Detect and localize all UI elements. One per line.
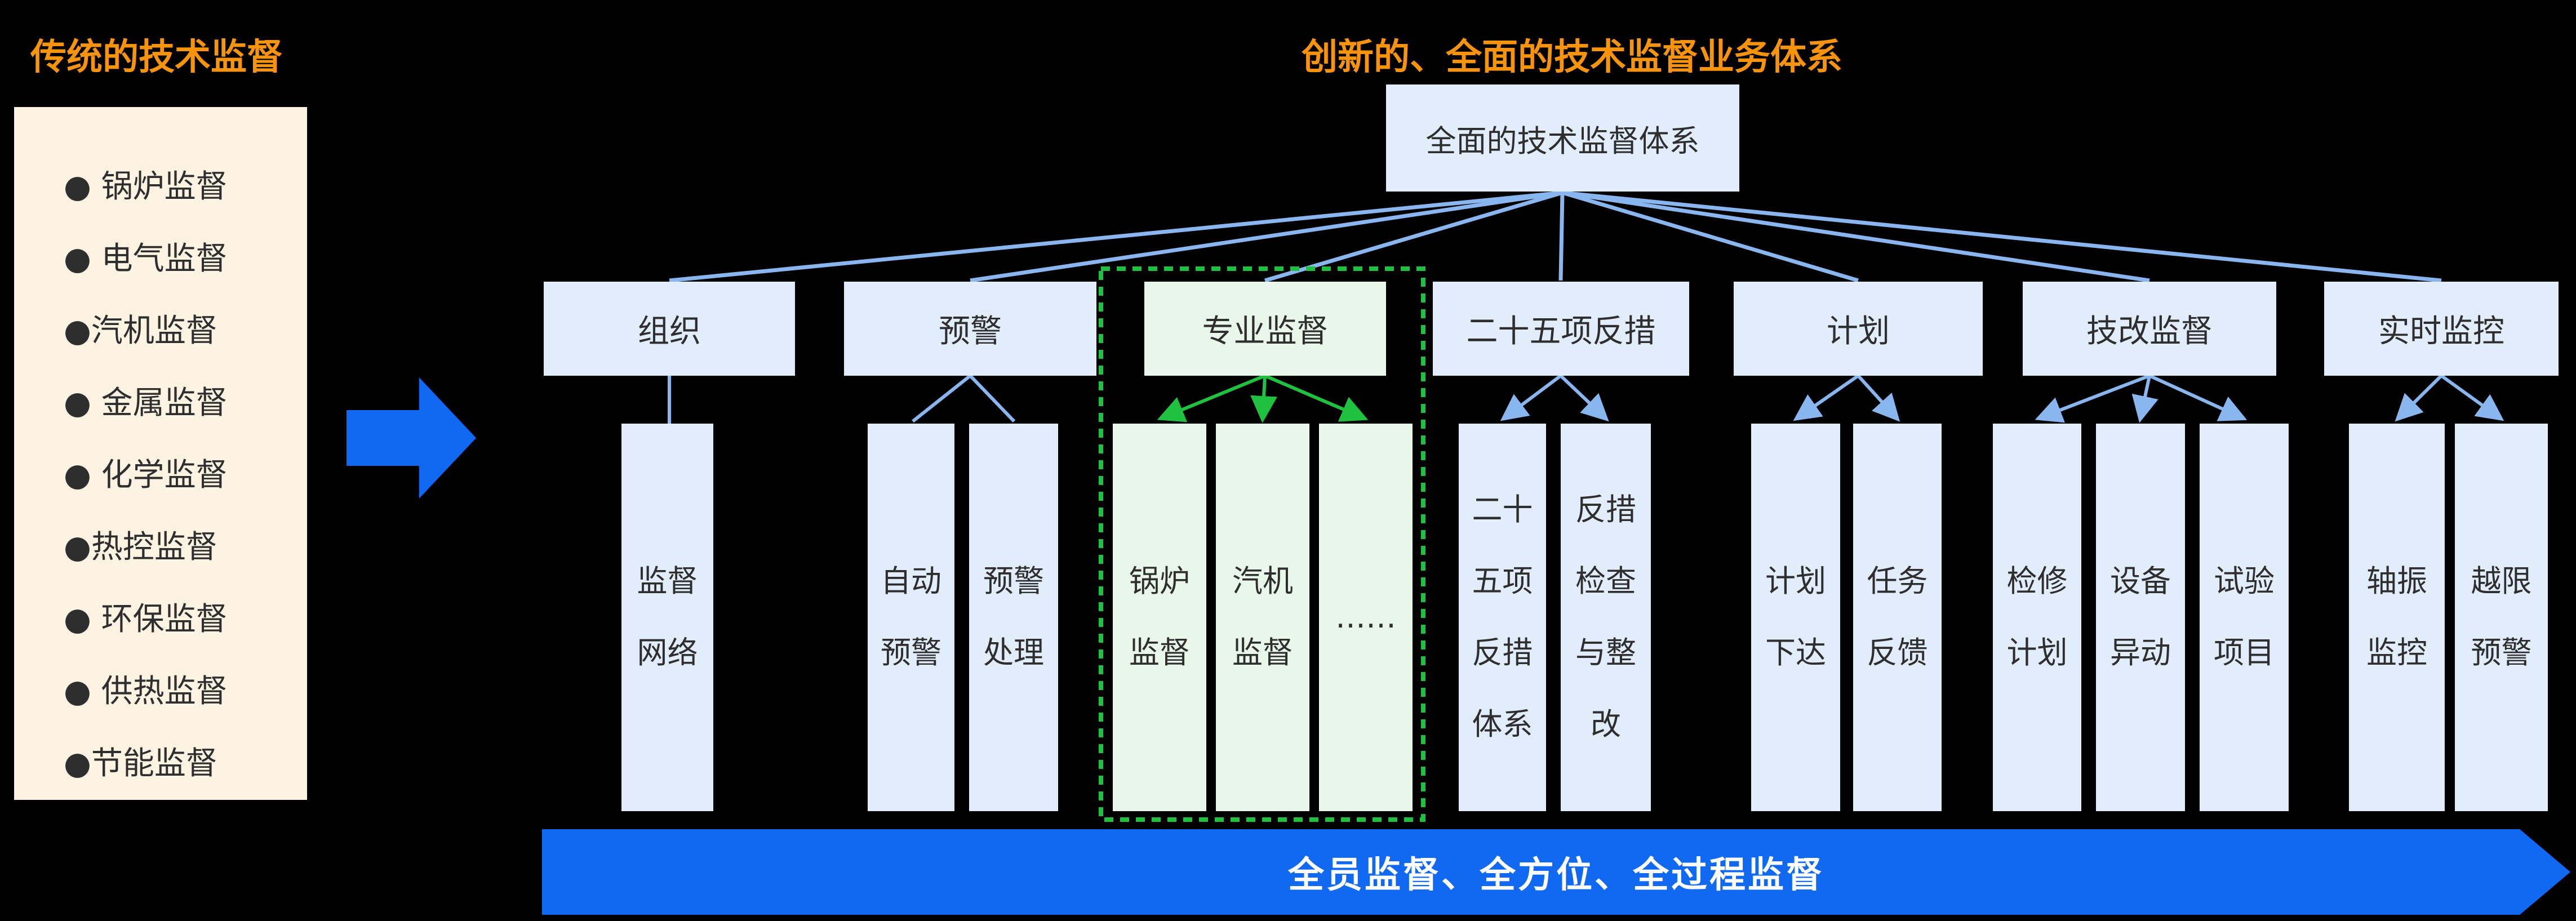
child-label: 检修计划 [2006, 563, 2068, 670]
category-node-early-warning: 预警 [844, 282, 1096, 376]
tree-root-node: 全面的技术监督体系 [1386, 84, 1739, 192]
banner-arrow: 全员监督、全方位、全过程监督 [542, 829, 2570, 915]
category-node-professional-supervision: 专业监督 [1144, 282, 1386, 376]
child-node-boiler-supervision: 锅炉监督 [1113, 424, 1206, 811]
child-label: 二十五项反措体系 [1472, 492, 1533, 742]
child-node-turbine-supervision: 汽机监督 [1216, 424, 1309, 811]
child-node-ellipsis: …… [1319, 424, 1413, 811]
child-label: 锅炉监督 [1129, 563, 1190, 670]
tree-root-label: 全面的技术监督体系 [1425, 123, 1700, 159]
list-item: ● 电气监督 [64, 241, 228, 277]
child-node-task-feedback: 任务反馈 [1853, 424, 1942, 811]
child-label: 汽机监督 [1232, 563, 1293, 670]
list-item: ● 锅炉监督 [64, 168, 228, 205]
child-node-equipment-change: 设备异动 [2096, 424, 2185, 811]
list-item: ●汽机监督 [64, 313, 217, 349]
child-label: 设备异动 [2110, 563, 2171, 670]
list-item: ●节能监督 [64, 745, 217, 782]
child-node-limit-warning: 越限预警 [2455, 424, 2548, 811]
child-label: 预警处理 [983, 563, 1044, 670]
child-node-supervision-network: 监督网络 [621, 424, 713, 811]
category-node-realtime-monitoring: 实时监控 [2324, 282, 2559, 376]
child-label: 试验项目 [2214, 563, 2275, 670]
new-system-title: 创新的、全面的技术监督业务体系 [1302, 37, 1842, 78]
child-node-25-system: 二十五项反措体系 [1459, 424, 1546, 811]
list-item: ● 化学监督 [64, 457, 228, 493]
category-fan-lines [668, 374, 2504, 424]
child-label: 轴振监控 [2366, 563, 2427, 670]
highlight-fan-lines [1157, 374, 1369, 423]
child-label: 监督网络 [637, 563, 698, 670]
list-item: ● 供热监督 [64, 673, 228, 710]
category-node-organization: 组织 [544, 282, 795, 376]
child-node-countermeasure-check: 反措检查与整改 [1561, 424, 1651, 811]
root-fan-lines [669, 190, 2442, 283]
list-item: ● 环保监督 [64, 601, 228, 638]
category-label: 预警 [939, 313, 1002, 350]
child-node-warning-handling: 预警处理 [969, 424, 1058, 811]
category-label: 组织 [638, 313, 701, 350]
legacy-supervision-list: ● 锅炉监督 ● 电气监督 ●汽机监督 ● 金属监督 ● 化学监督 ●热控监督 … [14, 107, 307, 800]
child-node-plan-issue: 计划下达 [1751, 424, 1840, 811]
category-node-plan: 计划 [1734, 282, 1983, 376]
child-label: 自动预警 [881, 563, 941, 670]
category-node-retrofit-supervision: 技改监督 [2023, 282, 2276, 376]
banner-text: 全员监督、全方位、全过程监督 [1288, 855, 1824, 896]
child-node-maintenance-plan: 检修计划 [1993, 424, 2081, 811]
category-label: 二十五项反措 [1466, 313, 1656, 350]
child-node-test-project: 试验项目 [2200, 424, 2289, 811]
child-node-auto-warning: 自动预警 [868, 424, 954, 811]
category-label: 技改监督 [2086, 313, 2213, 350]
list-item: ● 金属监督 [64, 385, 228, 421]
child-label: 反措检查与整改 [1575, 492, 1636, 742]
list-item: ●热控监督 [64, 529, 217, 566]
child-label: …… [1335, 599, 1396, 635]
legacy-section-title: 传统的技术监督 [30, 37, 283, 78]
category-node-25-countermeasures: 二十五项反措 [1433, 282, 1689, 376]
child-label: 计划下达 [1765, 563, 1826, 670]
child-node-shaft-vibration: 轴振监控 [2349, 424, 2445, 811]
child-label: 任务反馈 [1867, 563, 1928, 670]
legacy-supervision-panel: ● 锅炉监督 ● 电气监督 ●汽机监督 ● 金属监督 ● 化学监督 ●热控监督 … [14, 107, 307, 800]
category-label: 实时监控 [2378, 313, 2504, 350]
highlight-frame [1099, 266, 1425, 822]
category-label: 专业监督 [1202, 313, 1329, 350]
category-label: 计划 [1827, 313, 1890, 350]
child-label: 越限预警 [2471, 563, 2532, 670]
